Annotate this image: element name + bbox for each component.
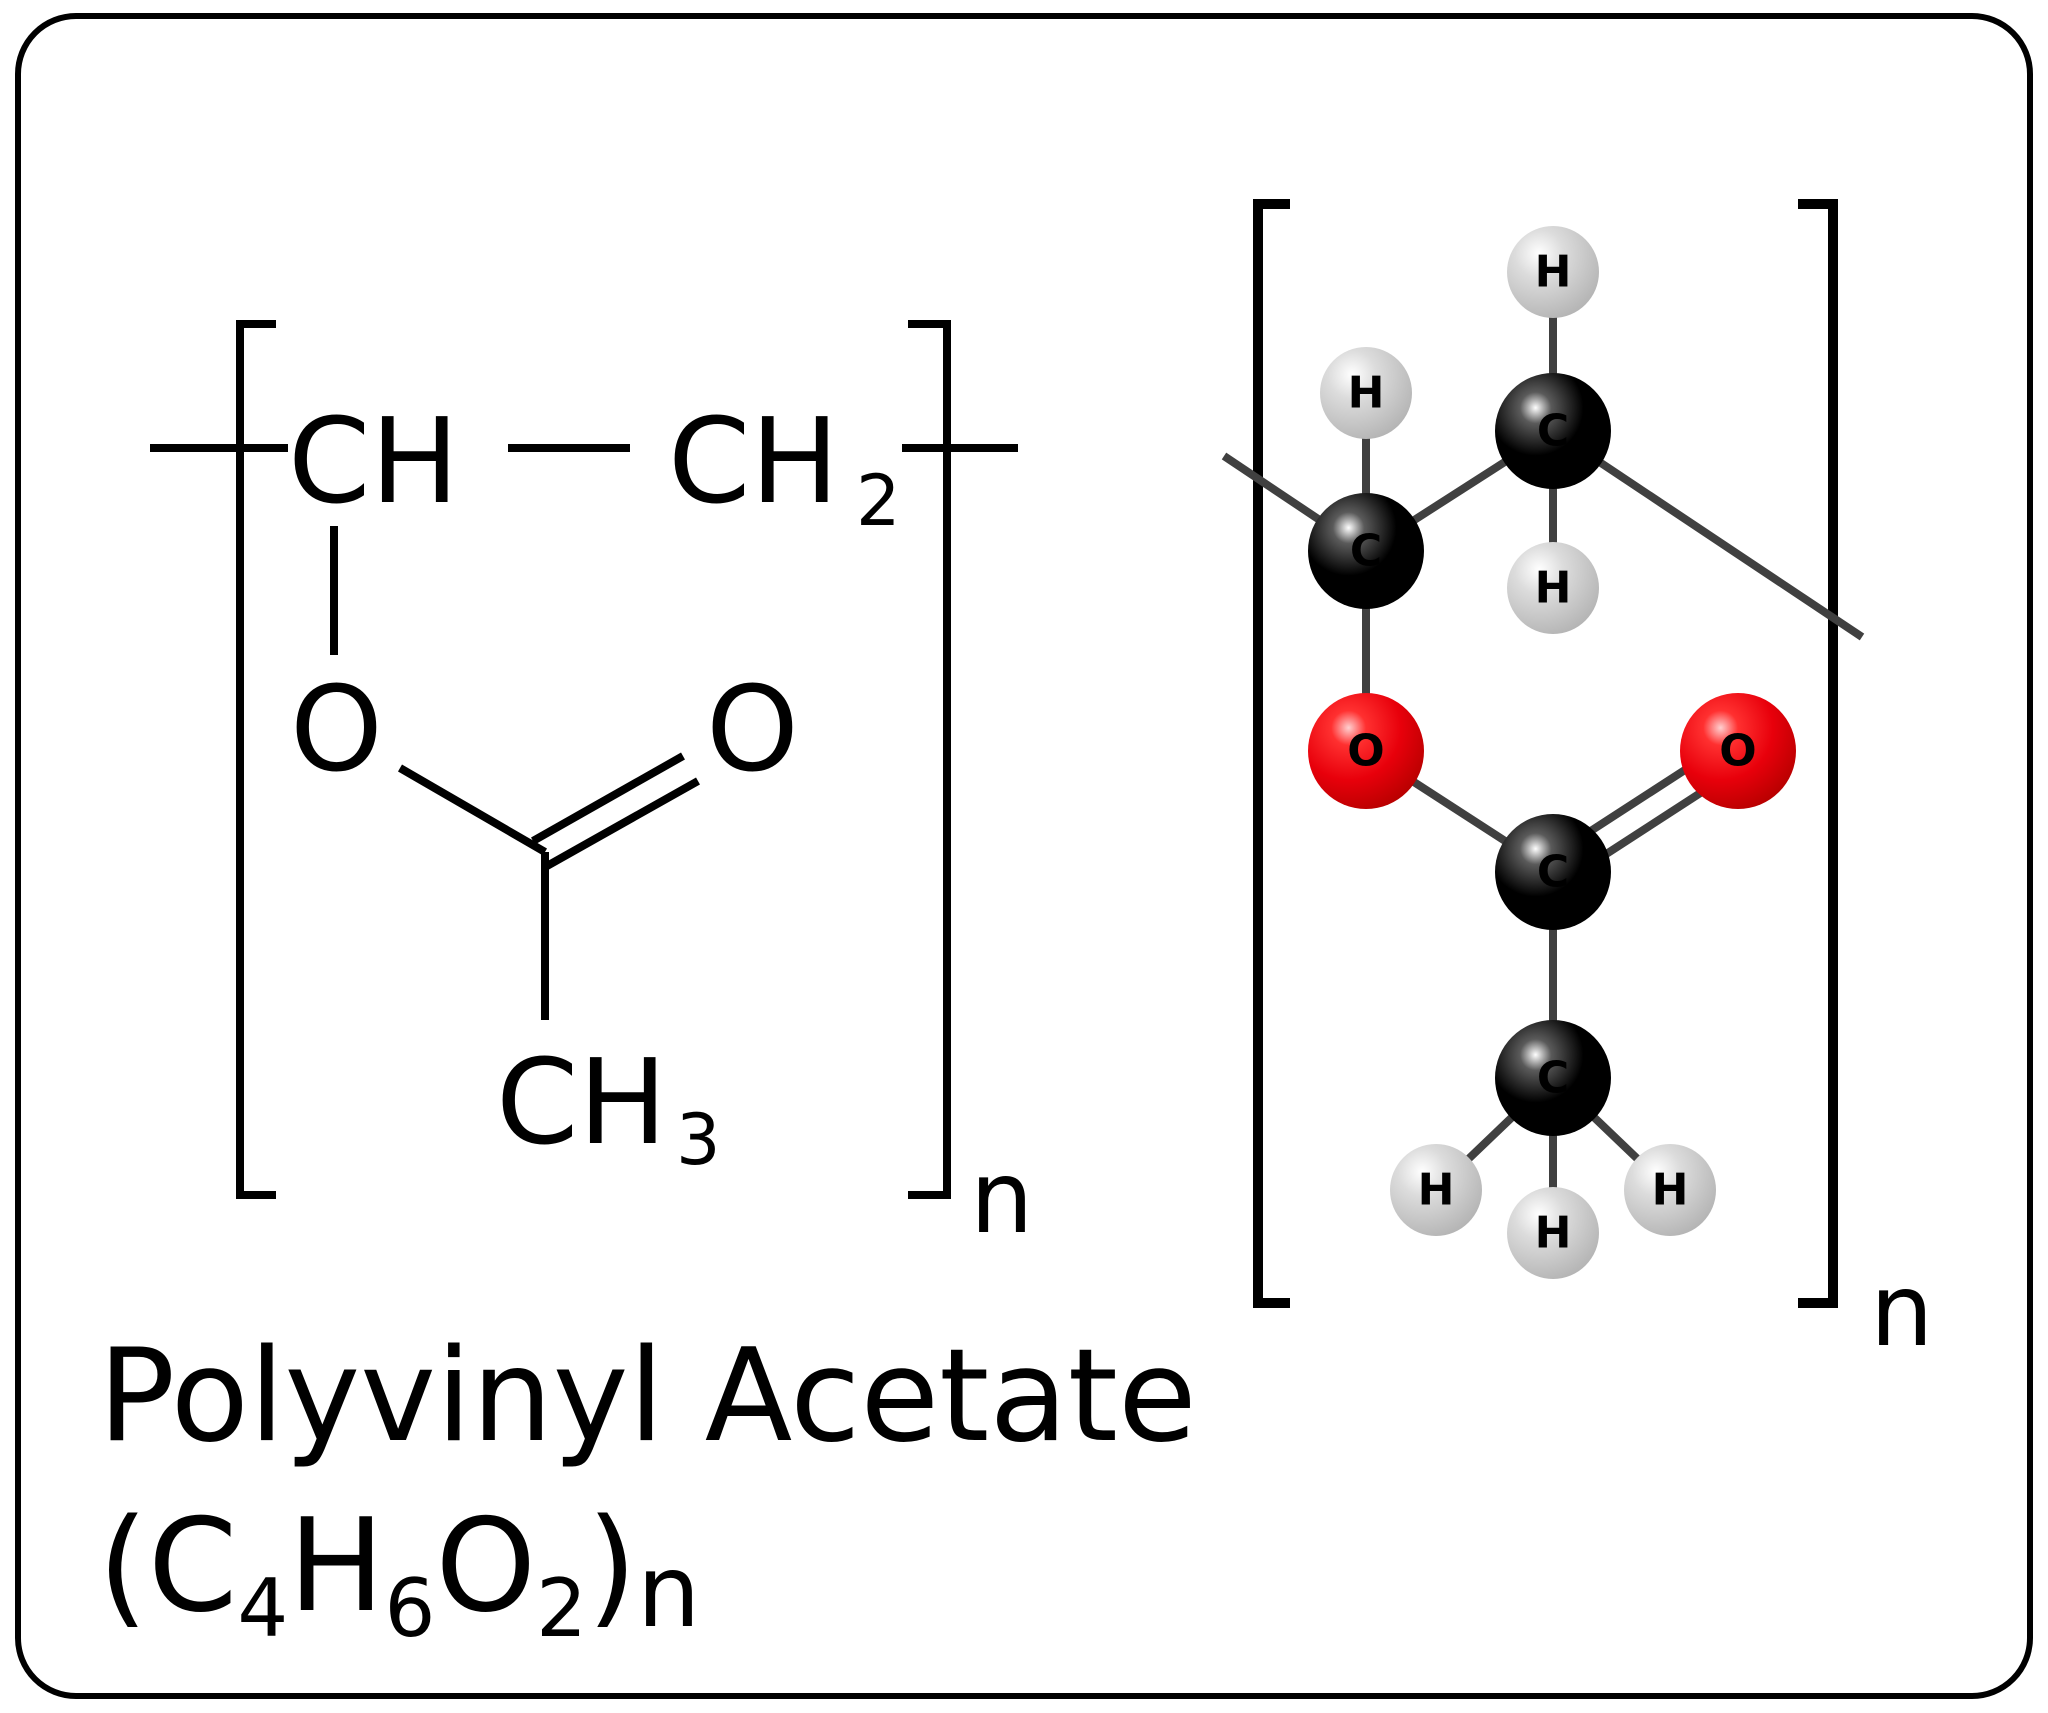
ball-stick-atoms: H H H H H H C C bbox=[1308, 226, 1796, 1279]
svg-text:O: O bbox=[1347, 726, 1384, 777]
ch2-label: CH bbox=[668, 392, 839, 530]
formula-h: H bbox=[288, 1492, 384, 1641]
hydrogen-atom: H bbox=[1507, 226, 1599, 318]
carbon-atom: C bbox=[1495, 373, 1611, 489]
o-c-bond bbox=[397, 764, 548, 856]
svg-text:C: C bbox=[1350, 526, 1382, 577]
svg-text:H: H bbox=[1348, 368, 1385, 419]
ch3-label: CH bbox=[496, 1033, 667, 1171]
skeletal-labels: CH CH 2 O O CH 3 n bbox=[288, 392, 1033, 1256]
c-o-double-bond-2 bbox=[545, 777, 700, 870]
svg-text:H: H bbox=[1535, 1208, 1572, 1259]
svg-text:O: O bbox=[1719, 726, 1756, 777]
carbon-atom: C bbox=[1495, 814, 1611, 930]
backbone-bond-right bbox=[1550, 427, 1865, 641]
formula-c-subscript: 4 bbox=[237, 1562, 288, 1655]
hydrogen-atom: H bbox=[1507, 1187, 1599, 1279]
ball-stick-brackets bbox=[1253, 199, 1838, 1308]
oxygen-atom: O bbox=[1680, 693, 1796, 809]
carbon-atom: C bbox=[1308, 493, 1424, 609]
skeletal-repeat-n: n bbox=[970, 1139, 1033, 1256]
svg-text:H: H bbox=[1535, 563, 1572, 614]
ball-stick-right-bracket bbox=[1798, 199, 1838, 1308]
svg-text:H: H bbox=[1535, 247, 1572, 298]
formula-open-c: (C bbox=[98, 1492, 237, 1641]
svg-text:C: C bbox=[1537, 1053, 1569, 1104]
ch-label: CH bbox=[288, 392, 459, 530]
left-bracket bbox=[236, 320, 276, 1199]
skeletal-formula bbox=[150, 320, 1018, 1199]
svg-text:C: C bbox=[1537, 406, 1569, 457]
formula-o-subscript: 2 bbox=[536, 1562, 587, 1655]
hydrogen-atom: H bbox=[1390, 1144, 1482, 1236]
c-o-double-bond-1 bbox=[531, 752, 685, 845]
ch2-subscript: 2 bbox=[856, 460, 901, 542]
oxygen-atom: O bbox=[1308, 693, 1424, 809]
ch3-subscript: 3 bbox=[676, 1099, 721, 1181]
carbonyl-oxygen-label: O bbox=[706, 660, 799, 798]
hydrogen-atom: H bbox=[1624, 1144, 1716, 1236]
formula-h-subscript: 6 bbox=[384, 1562, 435, 1655]
svg-text:(C4H6O2)n: (C4H6O2)n bbox=[98, 1492, 700, 1655]
ester-oxygen-label: O bbox=[290, 660, 383, 798]
formula-close: ) bbox=[587, 1492, 637, 1641]
svg-text:H: H bbox=[1418, 1165, 1455, 1216]
formula-n: n bbox=[637, 1533, 700, 1650]
svg-text:H: H bbox=[1652, 1165, 1689, 1216]
right-bracket bbox=[908, 320, 951, 1199]
ball-stick-left-bracket bbox=[1253, 199, 1290, 1308]
outer-frame bbox=[15, 13, 2033, 1699]
chemical-formula: (C4H6O2)n bbox=[98, 1492, 700, 1655]
compound-name: Polyvinyl Acetate bbox=[98, 1322, 1197, 1471]
hydrogen-atom: H bbox=[1320, 347, 1412, 439]
carbon-atom: C bbox=[1495, 1020, 1611, 1136]
ball-stick-repeat-n: n bbox=[1870, 1252, 1933, 1369]
svg-text:C: C bbox=[1537, 847, 1569, 898]
formula-o: O bbox=[435, 1492, 536, 1641]
hydrogen-atom: H bbox=[1507, 542, 1599, 634]
